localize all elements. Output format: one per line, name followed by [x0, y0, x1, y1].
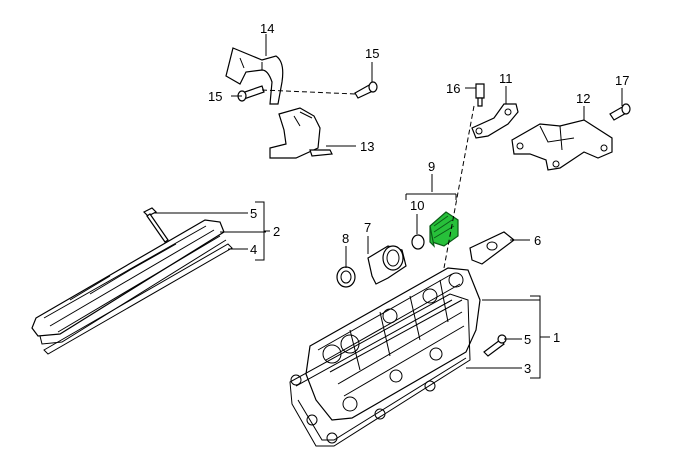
part-5-bolt-lower [483, 334, 507, 357]
callout-5-lower: 5 [524, 332, 531, 347]
callout-1: 1 [553, 330, 560, 345]
part-10-ring [411, 234, 425, 250]
callout-8: 8 [342, 231, 349, 246]
callout-17: 17 [615, 73, 629, 88]
part-2-valve-cover [31, 219, 227, 345]
callout-16: 16 [446, 81, 460, 96]
callout-6: 6 [534, 233, 541, 248]
callout-9: 9 [428, 159, 435, 174]
part-7-fitting [367, 245, 407, 285]
callout-2: 2 [273, 224, 280, 239]
leader-lines [154, 34, 623, 379]
part-12-bracket [511, 119, 613, 171]
part-5-bolt-cover [142, 207, 169, 243]
callout-3: 3 [524, 361, 531, 376]
part-1-cylinder-head [305, 267, 481, 421]
callout-11: 11 [499, 71, 513, 86]
part-14-bracket [225, 47, 284, 105]
callout-labels: 14 15 15 13 16 11 12 17 9 10 7 8 6 5 2 4… [208, 21, 629, 376]
part-11-clip [471, 103, 519, 139]
callout-7: 7 [364, 220, 371, 235]
part-15-bolt-left [237, 85, 265, 102]
callout-15-right: 15 [365, 46, 379, 61]
part-15-bolt-right [354, 81, 378, 99]
part-8-oring [336, 266, 356, 288]
callout-15-left: 15 [208, 89, 222, 104]
part-16-bolt [475, 83, 485, 107]
part-9-cap-highlighted [429, 211, 459, 248]
callout-10: 10 [410, 198, 424, 213]
part-13-bracket [269, 107, 333, 159]
callout-13: 13 [360, 139, 374, 154]
part-6-plate [469, 231, 515, 265]
part-17-bolt [609, 103, 631, 121]
part-4-gasket [43, 243, 233, 355]
callout-12: 12 [576, 91, 590, 106]
part-3-gasket [289, 293, 471, 447]
callout-5-upper: 5 [250, 206, 257, 221]
bolt-16-axis-line [443, 105, 475, 269]
callout-14: 14 [260, 21, 274, 36]
callout-4: 4 [250, 242, 257, 257]
